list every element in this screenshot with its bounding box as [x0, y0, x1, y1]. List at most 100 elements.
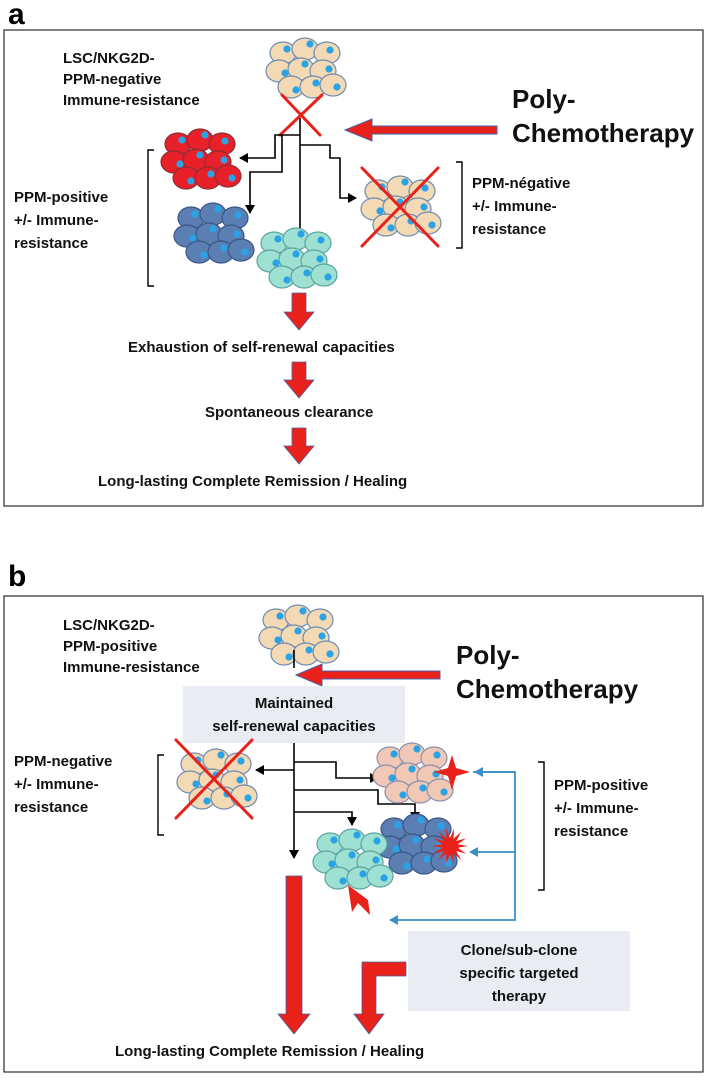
cell-nucleus — [437, 822, 445, 830]
cell-nucleus — [244, 794, 252, 802]
cell-nucleus — [294, 627, 302, 635]
cell-nucleus — [241, 248, 249, 256]
a-right-label-3: resistance — [472, 221, 546, 238]
cell-nucleus — [234, 211, 242, 219]
a-bracket-right — [456, 161, 463, 249]
b-right-label-3: resistance — [554, 823, 628, 840]
cell-nucleus — [272, 259, 280, 267]
panel-b-letter: b — [8, 560, 26, 593]
b-long-down-arrow — [277, 875, 311, 1035]
cell-nucleus — [233, 230, 241, 238]
cell — [426, 778, 454, 802]
cell-nucleus — [353, 831, 361, 839]
cell — [319, 73, 347, 97]
cell-nucleus — [207, 170, 215, 178]
cell-nucleus — [394, 821, 402, 829]
b-right-label-1: PPM-positive — [554, 777, 648, 794]
cell-nucleus — [281, 69, 289, 77]
cell-nucleus — [283, 276, 291, 284]
a-cluster-slate — [173, 202, 255, 264]
cell-nucleus — [387, 224, 395, 232]
b-bracket-left — [157, 754, 164, 836]
cell-nucleus — [372, 856, 380, 864]
b-right-label-2: +/- Immune- — [554, 800, 639, 817]
b-red-bolt — [348, 885, 370, 915]
cell-nucleus — [236, 776, 244, 784]
panel-a-frame — [3, 29, 704, 507]
cell-nucleus — [237, 757, 245, 765]
panel-b-frame — [3, 595, 704, 1073]
a-left-label-1: PPM-positive — [14, 189, 108, 206]
cell-nucleus — [228, 174, 236, 182]
cell-nucleus — [274, 636, 282, 644]
cell-nucleus — [203, 797, 211, 805]
a-chemo-label-1: Poly- — [512, 84, 576, 114]
cell-nucleus — [412, 836, 420, 844]
panel-a: a LSC/NKG2D- PPM-negative Immune-resista… — [3, 0, 704, 507]
cell-nucleus — [413, 745, 421, 753]
a-left-label-3: resistance — [14, 235, 88, 252]
b-lsc-cluster — [258, 604, 340, 666]
cell-nucleus — [196, 151, 204, 159]
b-chemo-label-2: Chemotherapy — [456, 674, 639, 704]
cell-nucleus — [305, 646, 313, 654]
cell-nucleus — [325, 65, 333, 73]
b-final-remission: Long-lasting Complete Remission / Healin… — [115, 1043, 424, 1060]
cell-nucleus — [276, 612, 284, 620]
cell-nucleus — [318, 632, 326, 640]
cell-nucleus — [373, 837, 381, 845]
cell-nucleus — [312, 79, 320, 87]
a-chemo-label-2: Chemotherapy — [512, 118, 695, 148]
a-chemo-arrow — [343, 118, 498, 142]
b-star-burst-1 — [434, 755, 470, 790]
cell-nucleus — [221, 137, 229, 145]
b-cluster-peach-left — [176, 748, 258, 810]
cell-nucleus — [390, 750, 398, 758]
cell-nucleus — [401, 178, 409, 186]
a-bracket-left — [147, 149, 154, 287]
b-maintained-label-2: self-renewal capacities — [212, 718, 375, 735]
cell-nucleus — [217, 751, 225, 759]
cell-nucleus — [339, 877, 347, 885]
a-red-cross-top — [278, 93, 324, 137]
b-left-label-2: +/- Immune- — [14, 776, 99, 793]
cell — [312, 640, 340, 664]
cell-nucleus — [444, 859, 452, 867]
cell-nucleus — [421, 184, 429, 192]
cell-nucleus — [191, 210, 199, 218]
cell-nucleus — [283, 45, 291, 53]
cell-nucleus — [388, 774, 396, 782]
b-therapy-arrow — [353, 961, 407, 1035]
cell-nucleus — [189, 234, 197, 242]
cell-nucleus — [178, 136, 186, 144]
cell-nucleus — [297, 230, 305, 238]
cell-nucleus — [326, 46, 334, 54]
a-down-arrow-1 — [283, 292, 315, 331]
cell-nucleus — [200, 251, 208, 259]
cell-nucleus — [303, 269, 311, 277]
cell-nucleus — [408, 765, 416, 773]
b-therapy-label-1: Clone/sub-clone — [461, 942, 578, 959]
a-cluster-mint — [256, 227, 338, 289]
b-therapy-label-2: specific targeted — [459, 965, 578, 982]
a-step-clearance: Spontaneous clearance — [205, 404, 373, 421]
cell-nucleus — [403, 862, 411, 870]
cell-nucleus — [316, 255, 324, 263]
b-lsc-label-2: PPM-positive — [63, 638, 157, 655]
b-red-cross-left — [174, 738, 254, 820]
cell-nucleus — [324, 273, 332, 281]
cell-nucleus — [176, 160, 184, 168]
b-therapy-box — [408, 931, 630, 1011]
b-cluster-pink — [372, 742, 454, 804]
b-chemo-arrow — [294, 663, 441, 687]
b-chemo-label-1: Poly- — [456, 640, 520, 670]
cell-nucleus — [220, 244, 228, 252]
cell-nucleus — [359, 870, 367, 878]
b-cluster-mint — [312, 828, 394, 890]
cell-nucleus — [428, 221, 436, 229]
cell-nucleus — [326, 650, 334, 658]
a-cluster-peach-right — [360, 175, 442, 237]
cell-nucleus — [292, 250, 300, 258]
cell-nucleus — [417, 816, 425, 824]
